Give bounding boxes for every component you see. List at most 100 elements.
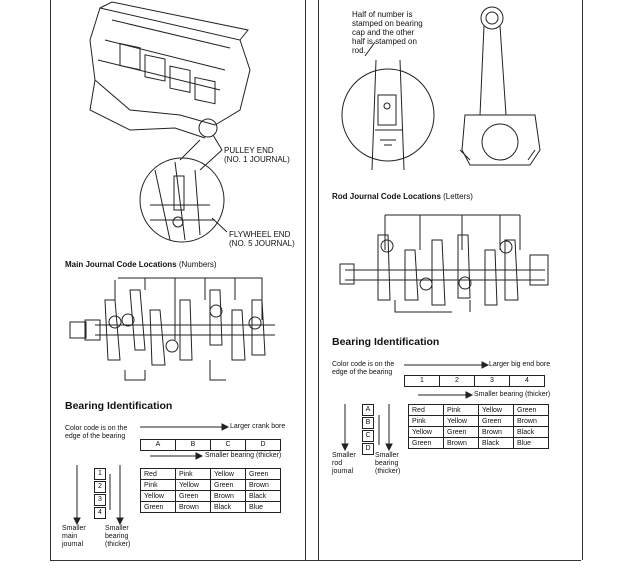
left-larger-bore-label: Larger crank bore bbox=[230, 423, 286, 430]
left-color-note-2: edge of the bearing bbox=[65, 433, 126, 440]
table-cell: Yellow bbox=[175, 479, 211, 491]
right-row-letters: A B C D bbox=[362, 404, 374, 456]
table-row: Green Brown Black Blue bbox=[408, 437, 549, 449]
half-note-3: cap and the other bbox=[352, 28, 415, 37]
right-row-letter: A bbox=[362, 404, 374, 416]
table-cell: Yellow bbox=[210, 468, 246, 480]
right-row-letter: B bbox=[362, 417, 374, 429]
half-note-4: half is stamped on bbox=[352, 37, 417, 46]
table-row: Green Brown Black Blue bbox=[140, 501, 281, 513]
right-col-header: 4 bbox=[525, 377, 529, 384]
right-smaller-bearing-1: Smaller bbox=[375, 452, 399, 459]
right-page-frame bbox=[318, 0, 583, 560]
pulley-end-label: PULLEY END bbox=[224, 146, 274, 155]
left-row-number: 1 bbox=[94, 468, 106, 480]
right-column-headers: 1 2 3 4 bbox=[404, 375, 545, 387]
left-col-header: C bbox=[211, 440, 246, 450]
rod-crankshaft-illustration bbox=[339, 214, 549, 313]
left-color-note-1: Color code is on the bbox=[65, 425, 128, 432]
left-row-number: 2 bbox=[94, 481, 106, 493]
table-cell: Blue bbox=[513, 437, 549, 449]
smaller-rod-label-2: rod bbox=[332, 460, 343, 467]
table-cell: Red bbox=[408, 404, 444, 416]
right-col-header: 3 bbox=[475, 376, 510, 386]
table-cell: Green bbox=[140, 501, 176, 513]
table-cell: Yellow bbox=[443, 415, 479, 427]
left-bearing-table: Red Pink Yellow Green Pink Yellow Green … bbox=[140, 468, 281, 513]
half-note-5: rod. bbox=[352, 46, 366, 55]
smaller-main-label-2: main bbox=[62, 533, 78, 540]
table-cell: Pink bbox=[443, 404, 479, 416]
table-cell: Green bbox=[210, 479, 246, 491]
connecting-rod-illustration bbox=[341, 6, 541, 171]
left-bearing-arrows bbox=[73, 423, 230, 526]
right-smaller-bearing-label: Smaller bearing (thicker) bbox=[474, 391, 551, 398]
right-row-letter: C bbox=[362, 430, 374, 442]
right-col-header: 1 bbox=[405, 376, 440, 386]
left-smaller-bearing-3: (thicker) bbox=[105, 541, 131, 548]
right-color-note-2: edge of the bearing bbox=[332, 369, 393, 376]
table-row: Red Pink Yellow Green bbox=[408, 404, 549, 416]
table-cell: Green bbox=[478, 415, 514, 427]
bottom-rule bbox=[50, 560, 581, 561]
right-bearing-table: Red Pink Yellow Green Pink Yellow Green … bbox=[408, 404, 549, 449]
smaller-rod-label-3: journal bbox=[332, 468, 354, 475]
smaller-main-label-1: Smaller bbox=[62, 525, 86, 532]
table-cell: Brown bbox=[478, 426, 514, 438]
table-cell: Yellow bbox=[140, 490, 176, 502]
flywheel-end-sub-label: (NO. 5 JOURNAL) bbox=[229, 239, 295, 248]
right-row-letter: D bbox=[362, 443, 374, 455]
table-cell: Yellow bbox=[478, 404, 514, 416]
table-row: Yellow Green Brown Black bbox=[408, 426, 549, 438]
left-row-number: 3 bbox=[94, 494, 106, 506]
right-bearing-arrows bbox=[341, 361, 490, 452]
table-cell: Green bbox=[443, 426, 479, 438]
left-row-numbers: 1 2 3 4 bbox=[94, 468, 106, 520]
half-note-1: Half of number is bbox=[352, 10, 413, 19]
right-color-note-1: Color code is on the bbox=[332, 361, 395, 368]
table-row: Pink Yellow Green Brown bbox=[408, 415, 549, 427]
right-bearing-title: Bearing Identification bbox=[332, 336, 440, 348]
table-cell: Black bbox=[478, 437, 514, 449]
pulley-end-sub-label: (NO. 1 JOURNAL) bbox=[224, 155, 290, 164]
table-cell: Brown bbox=[245, 479, 281, 491]
left-col-header: A bbox=[141, 440, 176, 450]
table-cell: Green bbox=[513, 404, 549, 416]
left-row-number: 4 bbox=[94, 507, 106, 519]
table-cell: Black bbox=[210, 501, 246, 513]
left-col-header: B bbox=[176, 440, 211, 450]
main-crankshaft-illustration bbox=[69, 277, 275, 381]
left-smaller-bearing-2: bearing bbox=[105, 533, 129, 540]
rod-journal-title: Rod Journal Code Locations (Letters) bbox=[332, 192, 473, 201]
table-cell: Blue bbox=[245, 501, 281, 513]
left-page-frame bbox=[50, 0, 306, 560]
half-note-2: stamped on bearing bbox=[352, 19, 423, 28]
table-row: Pink Yellow Green Brown bbox=[140, 479, 281, 491]
engine-block-illustration bbox=[89, 1, 251, 243]
table-cell: Black bbox=[513, 426, 549, 438]
right-smaller-bearing-2: bearing bbox=[375, 460, 399, 467]
table-cell: Brown bbox=[210, 490, 246, 502]
smaller-main-label-3: journal bbox=[62, 541, 84, 548]
table-cell: Pink bbox=[408, 415, 444, 427]
smaller-rod-label-1: Smaller bbox=[332, 452, 356, 459]
table-cell: Green bbox=[175, 490, 211, 502]
left-bearing-title: Bearing Identification bbox=[65, 400, 173, 412]
main-journal-title: Main Journal Code Locations (Numbers) bbox=[65, 260, 217, 269]
table-cell: Yellow bbox=[408, 426, 444, 438]
table-cell: Black bbox=[245, 490, 281, 502]
table-cell: Green bbox=[245, 468, 281, 480]
table-cell: Green bbox=[408, 437, 444, 449]
right-smaller-bearing-3: (thicker) bbox=[375, 468, 401, 475]
table-cell: Pink bbox=[175, 468, 211, 480]
table-cell: Brown bbox=[513, 415, 549, 427]
left-column-headers: A B C D bbox=[140, 439, 281, 451]
right-col-header: 2 bbox=[440, 376, 475, 386]
table-cell: Red bbox=[140, 468, 176, 480]
left-smaller-bearing-1: Smaller bbox=[105, 525, 129, 532]
table-cell: Pink bbox=[140, 479, 176, 491]
right-larger-bore-label: Larger big end bore bbox=[489, 361, 551, 368]
table-row: Yellow Green Brown Black bbox=[140, 490, 281, 502]
table-cell: Brown bbox=[443, 437, 479, 449]
